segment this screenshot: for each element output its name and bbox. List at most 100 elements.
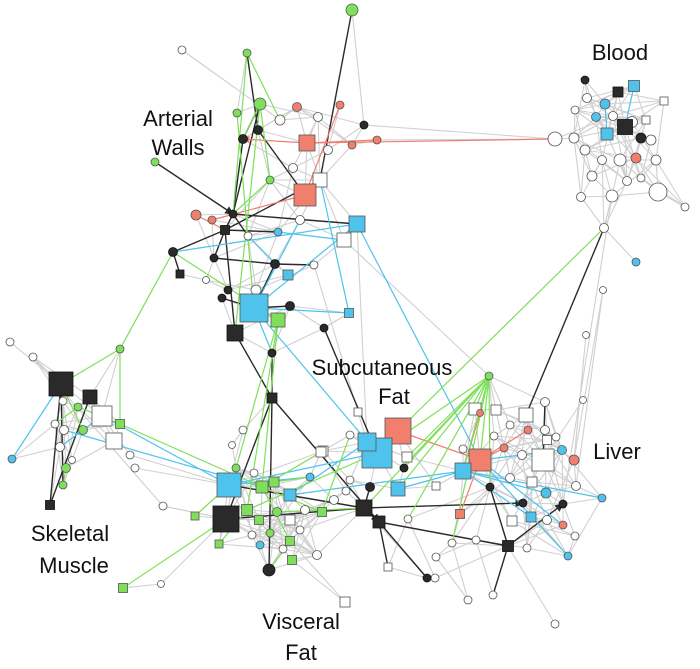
- edge-v21-l31: [378, 521, 509, 547]
- node-x7: [353, 407, 363, 417]
- edge-l31-l39: [492, 545, 509, 596]
- edge-x1-l31: [507, 545, 556, 625]
- node-v22: [329, 495, 339, 505]
- edge-l29-l31: [507, 524, 564, 547]
- node-a32: [175, 269, 185, 279]
- node-x1: [550, 619, 560, 629]
- edge-l8-l10: [493, 435, 548, 441]
- node-l39: [488, 590, 498, 600]
- node-l16: [499, 443, 509, 453]
- node-a31: [168, 247, 178, 257]
- edge-a4-a20: [259, 103, 271, 181]
- edge-x3-l17: [407, 486, 491, 520]
- node-m9: [217, 293, 227, 303]
- node-b25: [622, 176, 632, 186]
- node-m4: [285, 301, 295, 311]
- node-l1: [484, 371, 494, 381]
- node-l7: [523, 425, 533, 435]
- node-a2: [177, 45, 187, 55]
- node-l28: [542, 515, 552, 525]
- label-liver: Liver: [593, 439, 641, 464]
- edge-b29-b32: [580, 196, 605, 229]
- edge-c4-l13: [406, 456, 464, 472]
- node-b19: [613, 153, 627, 167]
- node-b8: [617, 119, 633, 135]
- node-b1: [580, 75, 590, 85]
- edge-a26-l1: [343, 239, 490, 377]
- edge-l38-l37: [435, 539, 477, 558]
- edge-a7-a10: [296, 106, 365, 126]
- node-m7: [267, 348, 277, 358]
- node-a36: [282, 269, 294, 281]
- node-l5: [518, 407, 534, 423]
- node-c9: [399, 463, 409, 473]
- edge-l19-l28: [531, 481, 548, 521]
- node-v32: [158, 501, 168, 511]
- edge-s4-s20: [89, 348, 121, 398]
- edge-a3-a6: [246, 52, 281, 121]
- edge-b29-b30: [603, 227, 637, 263]
- node-a38: [309, 260, 319, 270]
- node-v20: [355, 499, 373, 517]
- edge-l25-l29: [522, 502, 564, 526]
- edge-b18-b29: [601, 159, 605, 229]
- node-v12: [300, 505, 310, 515]
- node-b31: [599, 286, 607, 294]
- node-b12: [570, 105, 580, 115]
- edge-b31-l34: [573, 289, 604, 461]
- label-subcutaneous-line1: Subcutaneous: [312, 355, 453, 380]
- edge-a29-a31: [172, 229, 226, 253]
- label-blood: Blood: [592, 40, 648, 65]
- node-m3: [270, 312, 286, 328]
- node-v1: [216, 472, 242, 498]
- edge-l2-l20: [544, 401, 563, 451]
- edge-a13-a12: [242, 135, 308, 144]
- node-l21: [540, 487, 552, 499]
- node-a18: [312, 172, 328, 188]
- edge-l28-l33: [526, 519, 548, 549]
- edge-a23-a34: [211, 219, 215, 259]
- node-a26: [336, 232, 352, 248]
- node-m5: [319, 323, 329, 333]
- edge-a30-a35: [247, 235, 257, 291]
- node-a22: [190, 209, 202, 221]
- edge-l12-l29: [479, 459, 564, 526]
- node-a28: [295, 215, 305, 225]
- edge-l37-l39: [475, 539, 494, 596]
- edge-a29-a27: [224, 229, 279, 233]
- edge-x9-v1: [134, 467, 230, 486]
- node-l33: [522, 543, 532, 553]
- edge-b17-b25: [584, 149, 628, 182]
- node-m8: [266, 392, 278, 404]
- node-l20: [557, 445, 567, 455]
- edge-b12-b17: [574, 109, 586, 151]
- edge-a34-a33: [213, 257, 276, 265]
- edge-m3-v3: [261, 319, 279, 488]
- node-b11: [608, 111, 618, 121]
- node-m2: [226, 324, 244, 342]
- edge-a33-a30: [247, 235, 276, 265]
- edge-a7-a15: [296, 106, 353, 146]
- edge-l38-l40: [435, 556, 469, 601]
- node-a11: [253, 125, 263, 135]
- node-x10: [579, 396, 587, 404]
- edge-b11-b20: [612, 115, 637, 159]
- edge-m5-m7: [271, 327, 325, 354]
- edge-l17-l35: [459, 486, 491, 515]
- label-visceral-line1: Visceral: [262, 609, 340, 634]
- edge-b29-l5: [525, 227, 605, 416]
- edge-c2-v1: [228, 452, 378, 486]
- edge-v15-v27: [259, 540, 291, 546]
- node-a9: [335, 100, 345, 110]
- node-a33: [270, 259, 280, 269]
- node-a16: [372, 135, 382, 145]
- node-v24: [262, 563, 276, 577]
- edge-l1-v20: [363, 375, 490, 509]
- node-c10: [431, 481, 441, 491]
- edge-a19-a9: [304, 104, 341, 196]
- edge-a3-a5: [236, 52, 248, 114]
- node-l26: [506, 515, 518, 527]
- edge-b31-l22: [575, 289, 604, 487]
- edge-l19-l22: [531, 481, 577, 487]
- node-s14: [68, 456, 76, 464]
